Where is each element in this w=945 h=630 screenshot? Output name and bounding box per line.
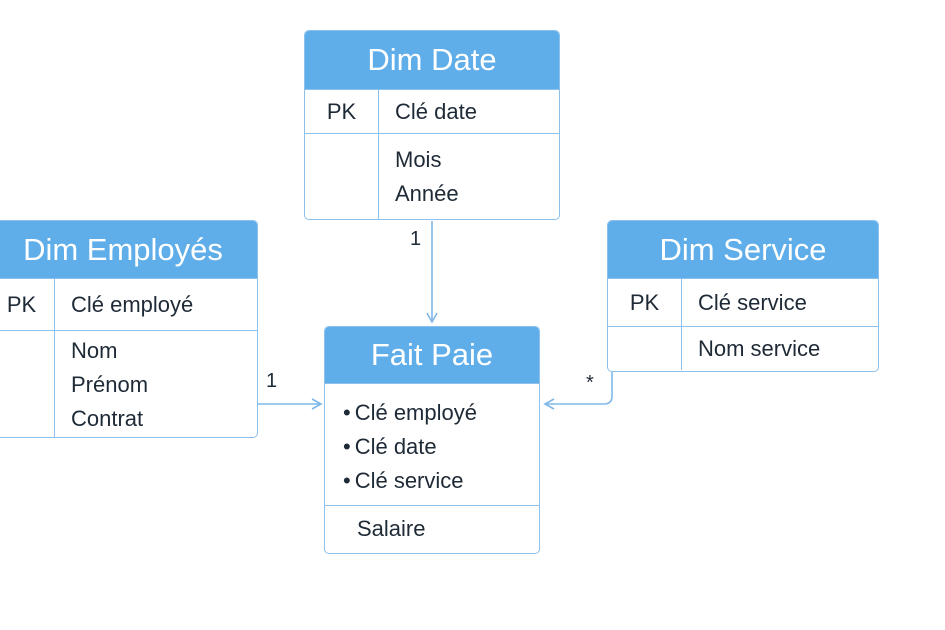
attributes-key-cell — [608, 327, 682, 370]
foreign-key-item: Clé employé — [343, 396, 539, 430]
measure-row: Salaire — [325, 505, 539, 552]
foreign-key-item: Clé date — [343, 430, 539, 464]
relation-service-to-fact — [543, 372, 613, 410]
attributes-list: Nom service — [682, 327, 878, 370]
pk-field: Clé service — [698, 289, 807, 315]
attribute: Contrat — [71, 406, 144, 431]
attributes-row: Nom Prénom Contrat — [0, 330, 257, 437]
pk-label: PK — [0, 279, 55, 330]
attribute: Nom — [71, 338, 118, 363]
multiplicity-label-employes: 1 — [266, 370, 278, 392]
foreign-key-item: Clé service — [343, 464, 539, 498]
entity-title: Dim Service — [608, 221, 878, 278]
entity-fait-paie: Fait Paie Clé employé Clé date Clé servi… — [324, 326, 540, 554]
attributes-list: Nom Prénom Contrat — [55, 331, 257, 437]
pk-label: PK — [608, 279, 682, 326]
pk-field: Clé date — [395, 98, 477, 124]
entity-dim-service: Dim Service PK Clé service Nom service — [607, 220, 879, 372]
pk-label: PK — [305, 90, 379, 133]
pk-row: PK Clé date — [305, 89, 559, 133]
entity-title: Dim Date — [305, 31, 559, 89]
pk-row: PK Clé service — [608, 278, 878, 326]
entity-dim-employes: Dim Employés PK Clé employé Nom Prénom C… — [0, 220, 258, 438]
foreign-keys-list: Clé employé Clé date Clé service — [325, 383, 539, 505]
multiplicity-label-date: 1 — [410, 228, 422, 250]
attributes-list: Mois Année — [379, 134, 559, 219]
attribute: Prénom — [71, 372, 149, 397]
entity-dim-date: Dim Date PK Clé date Mois Année — [304, 30, 560, 220]
pk-row: PK Clé employé — [0, 278, 257, 330]
multiplicity-label-service: * — [586, 372, 594, 394]
entity-title: Fait Paie — [325, 327, 539, 383]
attribute: Année — [395, 180, 459, 206]
attribute: Mois — [395, 146, 442, 172]
attributes-row: Nom service — [608, 326, 878, 370]
attributes-row: Mois Année — [305, 133, 559, 219]
attributes-key-cell — [305, 134, 379, 219]
pk-field: Clé employé — [71, 291, 194, 317]
entity-title: Dim Employés — [0, 221, 257, 278]
attribute: Nom service — [698, 335, 821, 361]
attributes-key-cell — [0, 331, 55, 437]
